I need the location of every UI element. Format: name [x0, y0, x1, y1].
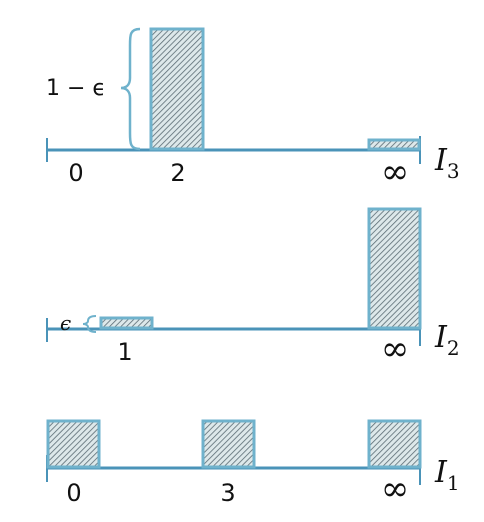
bar-i3-at-2	[149, 27, 205, 151]
bar-i1-at-infinity	[367, 419, 422, 469]
tick-label-i1-0: 0	[66, 479, 81, 507]
tick-label-i3-infinity: ∞	[381, 152, 409, 192]
brace-i3	[120, 27, 141, 151]
brace-i2	[82, 315, 97, 333]
tick-label-i1-3: 3	[220, 479, 235, 507]
panel-i3: 1 − ϵ 0 2 ∞ I3	[46, 27, 460, 192]
interval-label-i1: I1	[434, 455, 460, 495]
interval-label-i2: I2	[434, 320, 460, 360]
bar-i2-at-infinity	[367, 207, 422, 330]
brace-label-i3: 1 − ϵ	[46, 76, 106, 101]
tick-label-i1-infinity: ∞	[381, 469, 409, 509]
panel-i1: 0 3 ∞ I1	[46, 419, 460, 509]
brace-label-i2: ϵ	[60, 311, 71, 335]
interval-label-i3-main: I	[434, 143, 448, 178]
bar-i2-at-1	[99, 316, 154, 330]
bar-i1-at-0	[46, 419, 101, 469]
bar-i1-at-3	[201, 419, 256, 469]
tick-label-i3-0: 0	[68, 159, 83, 187]
tick-label-i2-infinity: ∞	[381, 329, 409, 369]
tick-label-i3-2: 2	[170, 159, 185, 187]
tick-label-i2-1: 1	[117, 338, 132, 366]
interval-label-i3: I3	[434, 143, 460, 183]
interval-label-i3-sub: 3	[447, 159, 460, 183]
interval-label-i2-main: I	[434, 320, 448, 355]
panel-i2: ϵ 1 ∞ I2	[46, 207, 460, 369]
bar-i3-at-infinity	[367, 138, 421, 151]
interval-label-i1-sub: 1	[447, 471, 460, 495]
interval-label-i1-main: I	[434, 455, 448, 490]
interval-label-i2-sub: 2	[447, 336, 460, 360]
